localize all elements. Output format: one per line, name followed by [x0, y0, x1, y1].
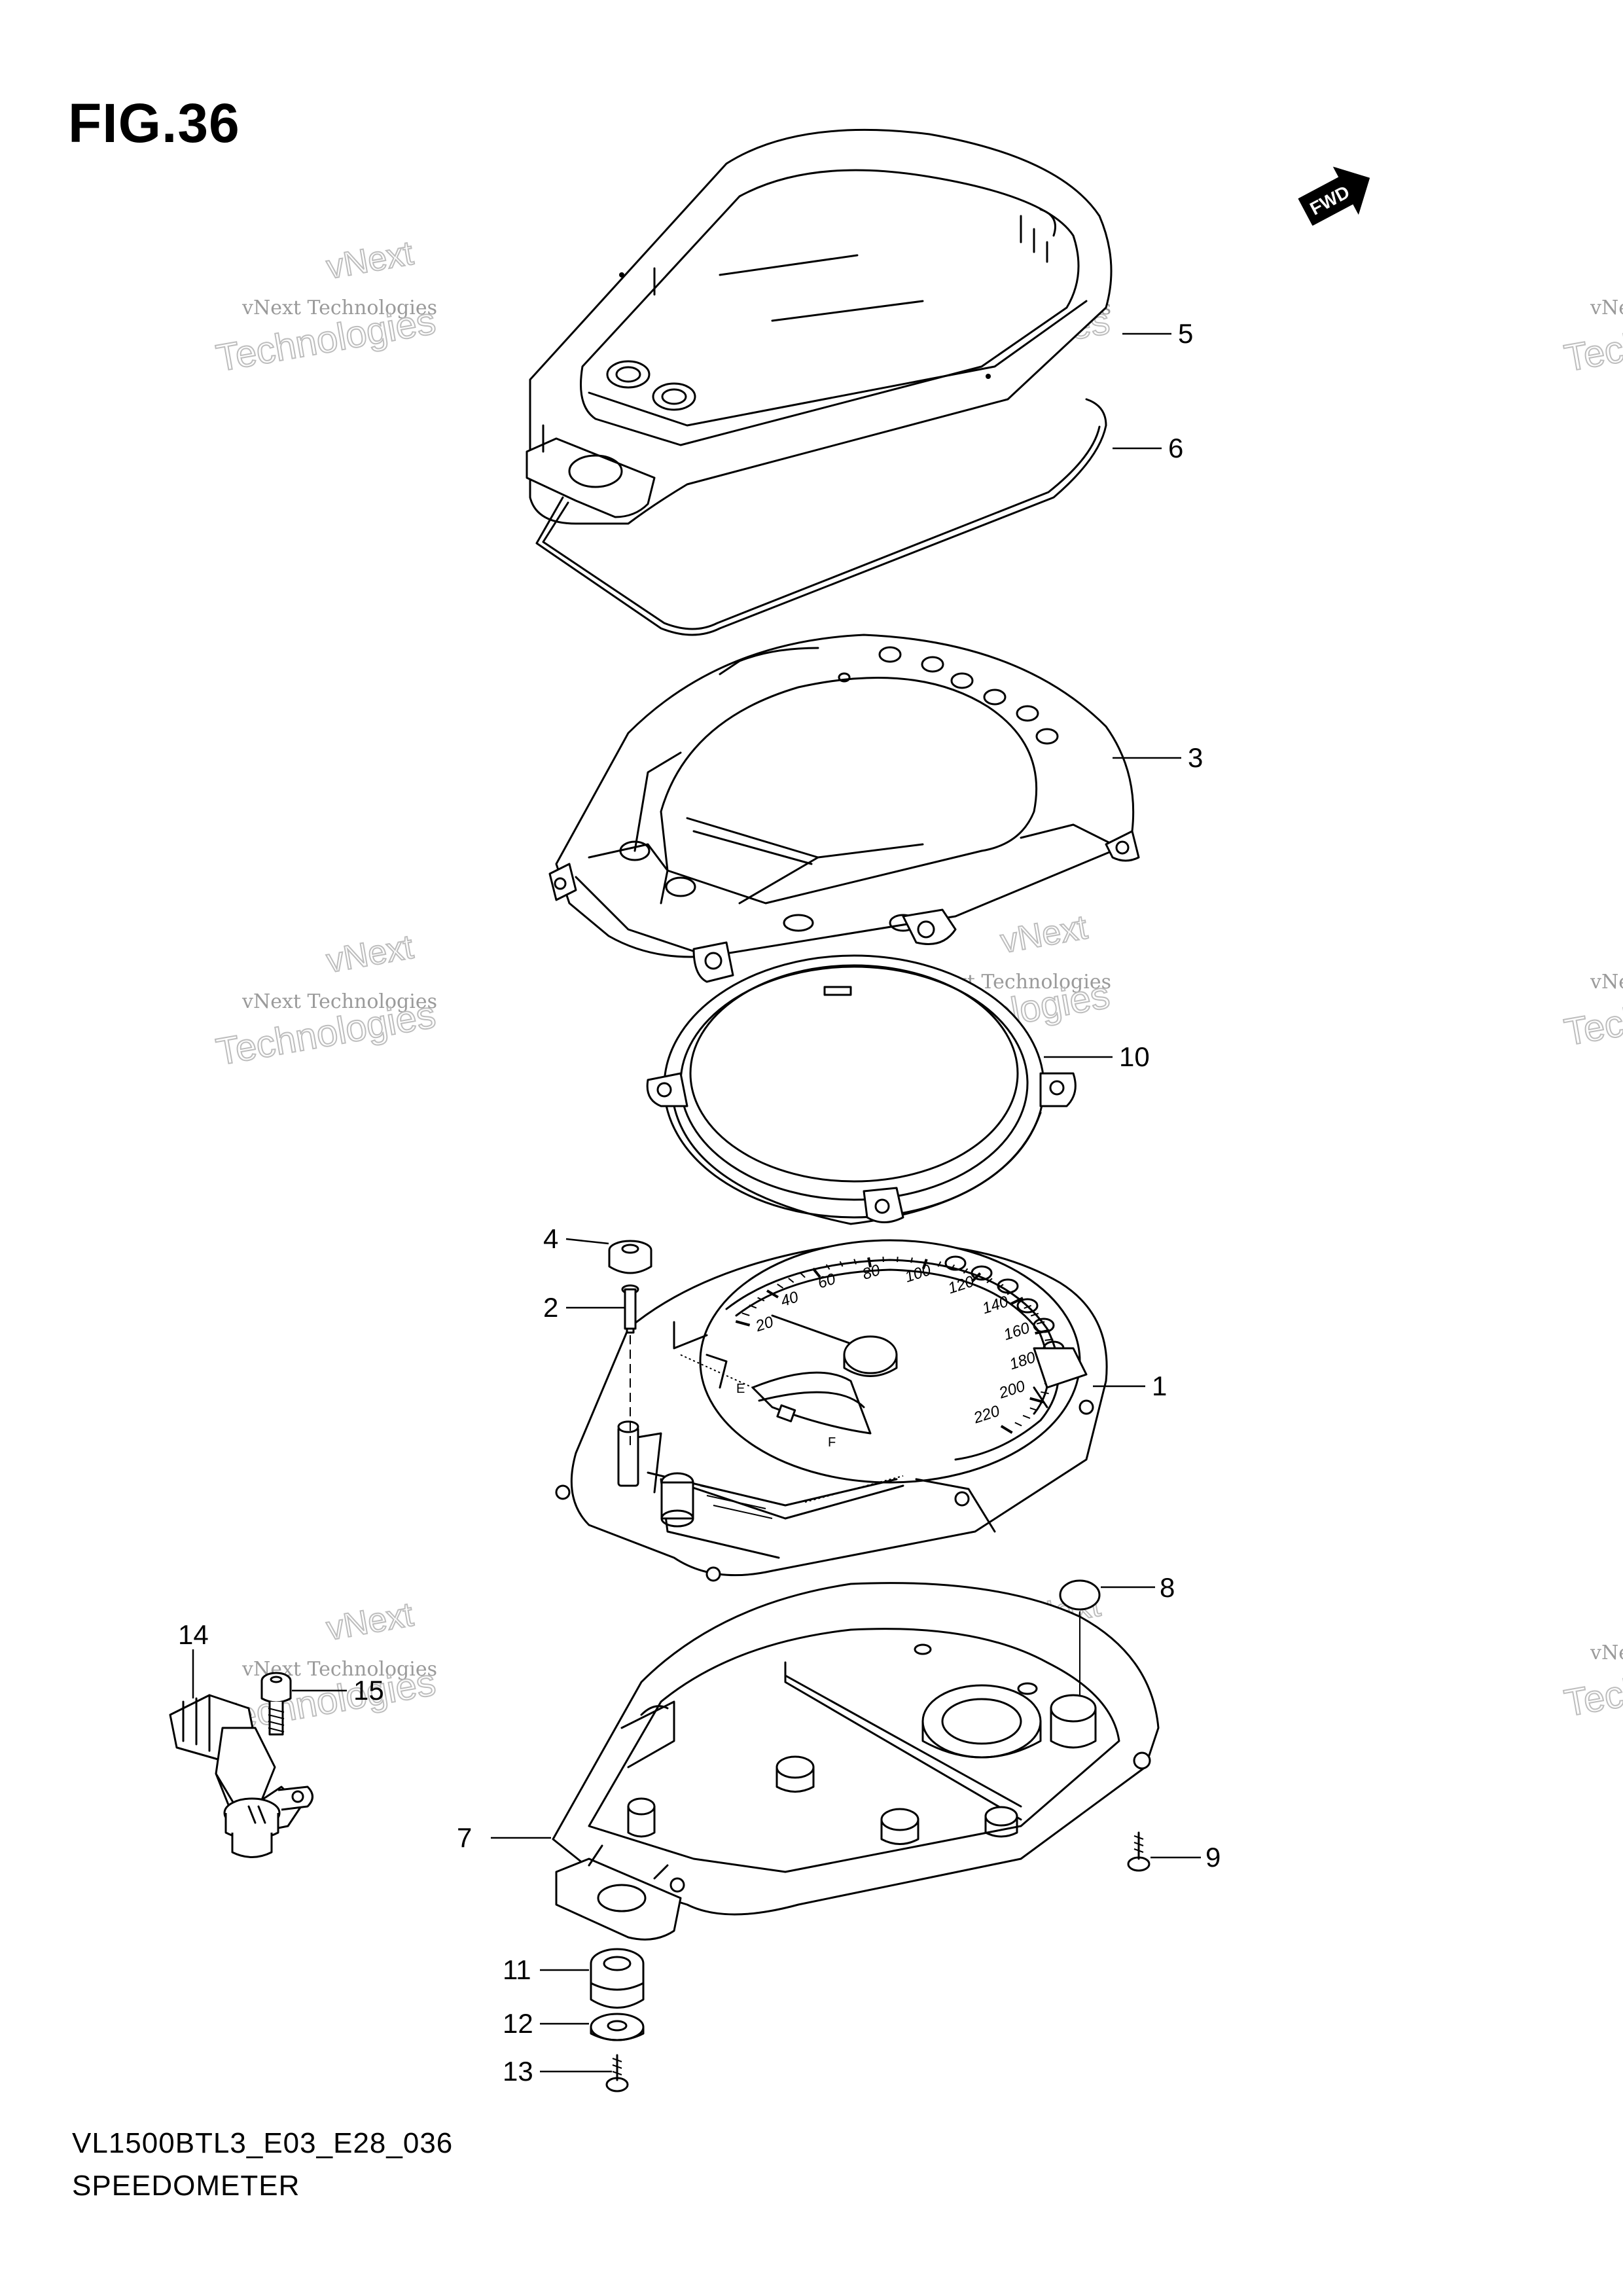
dial-tick: [853, 1259, 857, 1265]
dial-tick: [1022, 1414, 1031, 1419]
watermark-text: vNext Technologies: [1590, 296, 1623, 319]
dial-tick: [897, 1257, 899, 1263]
dial-tick: [812, 1267, 821, 1278]
watermark: vNext Technologies Technologies vNext: [213, 927, 440, 1075]
watermark: vNext Technologies Technologies: [1561, 971, 1623, 1054]
watermark: vNext Technologies Technologies: [1561, 296, 1623, 380]
figure-title: FIG.36: [68, 92, 240, 154]
watermark-text: vNext Technologies: [1590, 1641, 1623, 1664]
dial-tick: [1010, 1297, 1024, 1305]
dial-tick: [1041, 1391, 1049, 1395]
part-4-cushion: [608, 1240, 652, 1274]
dial-tick: [867, 1257, 872, 1268]
dial-tick: [1029, 1407, 1038, 1411]
dial-tick: [1044, 1338, 1054, 1341]
callout-13: 13: [503, 2056, 612, 2087]
callout-label: 7: [457, 1822, 472, 1853]
callout-11: 11: [503, 1954, 589, 1985]
fuel-empty-label: E: [736, 1382, 745, 1396]
dial-tick: [921, 1259, 928, 1270]
callout-10: 10: [1044, 1041, 1150, 1072]
callout-label: 2: [543, 1292, 558, 1323]
callout-6: 6: [1113, 433, 1183, 463]
watermark-outline: vNext: [324, 1596, 417, 1648]
callout-label: 11: [503, 1954, 531, 1985]
callout-label: 4: [543, 1223, 558, 1254]
watermark-text: vNext Technologies: [241, 990, 437, 1013]
dial-tick: [741, 1312, 750, 1316]
watermark-outline: vNext: [324, 234, 417, 287]
dial-tick: [1029, 1397, 1044, 1404]
callout-9: 9: [1150, 1842, 1221, 1873]
callout-label: 15: [353, 1675, 384, 1706]
part-5-meter-cover: [526, 128, 1113, 525]
diagram-code: VL1500BTL3_E03_E28_036: [72, 2127, 454, 2159]
dial-tick: [777, 1283, 784, 1289]
dial-tick: [1000, 1425, 1013, 1434]
part-10-ring: [646, 954, 1077, 1225]
dial-tick: [735, 1319, 751, 1327]
callout-15: 15: [292, 1675, 384, 1706]
part-14-speed-sensor: [169, 1694, 313, 1858]
callout-label: 5: [1178, 318, 1193, 349]
callout-label: 12: [503, 2008, 533, 2039]
part-13-screw: [605, 2054, 629, 2092]
callout-12: 12: [503, 2008, 589, 2039]
callout-label: 13: [503, 2056, 533, 2087]
dial-tick: [825, 1264, 830, 1270]
callout-1: 1: [1093, 1371, 1167, 1401]
dial-tick: [1014, 1422, 1022, 1427]
dial-tick: [766, 1289, 779, 1299]
watermark-text: vNext Technologies: [241, 296, 437, 319]
callout-5: 5: [1122, 318, 1193, 349]
part-8-plug: [1059, 1579, 1101, 1695]
watermark-outline: vNext: [998, 908, 1091, 961]
part-15-bolt: [260, 1672, 292, 1736]
watermark: vNext Technologies Technologies vNext: [213, 234, 440, 381]
dial-tick: [910, 1257, 913, 1263]
callout-label: 14: [178, 1619, 209, 1650]
watermark: vNext Technologies Technologies: [1561, 1641, 1623, 1725]
fuel-full-label: F: [828, 1435, 836, 1450]
watermark-text: vNext Technologies: [1590, 971, 1623, 994]
fwd-arrow-icon: FWD: [1298, 166, 1370, 226]
dial-tick: [757, 1297, 765, 1302]
part-12-washer: [590, 2013, 645, 2041]
dial-tick: [788, 1278, 794, 1283]
callout-label: 1: [1152, 1371, 1167, 1401]
callout-14: 14: [178, 1619, 209, 1698]
watermark-outline: vNext: [324, 928, 417, 980]
callout-7: 7: [457, 1822, 551, 1853]
callout-4: 4: [543, 1223, 609, 1254]
part-2-pin: [621, 1284, 639, 1446]
callout-label: 3: [1188, 742, 1203, 773]
callout-label: 9: [1205, 1842, 1221, 1873]
part-11-grommet: [590, 1948, 645, 2009]
dial-tick: [749, 1304, 757, 1309]
dial-tick: [800, 1272, 806, 1278]
callout-8: 8: [1101, 1572, 1175, 1603]
part-9-screw: [1127, 1831, 1150, 1872]
callout-label: 6: [1168, 433, 1183, 463]
dial-tick: [963, 1268, 969, 1274]
part-3-meter-case-upper: [548, 634, 1140, 983]
callout-label: 8: [1160, 1572, 1175, 1603]
callout-label: 10: [1119, 1041, 1150, 1072]
callout-3: 3: [1113, 742, 1203, 773]
dial-tick: [1030, 1312, 1039, 1317]
part-6-seal: [535, 398, 1107, 636]
diagram-caption: SPEEDOMETER: [72, 2170, 300, 2202]
dial-tick: [1024, 1304, 1032, 1309]
dial-tick: [839, 1261, 844, 1267]
part-7-meter-case-lower: [552, 1582, 1160, 1941]
callouts: 5 6 3 10 4 2 1: [178, 318, 1221, 2087]
dial-tick: [986, 1278, 993, 1283]
dial-tick: [1036, 1321, 1045, 1325]
dial-tick: [937, 1261, 942, 1267]
callout-2: 2: [543, 1292, 625, 1323]
